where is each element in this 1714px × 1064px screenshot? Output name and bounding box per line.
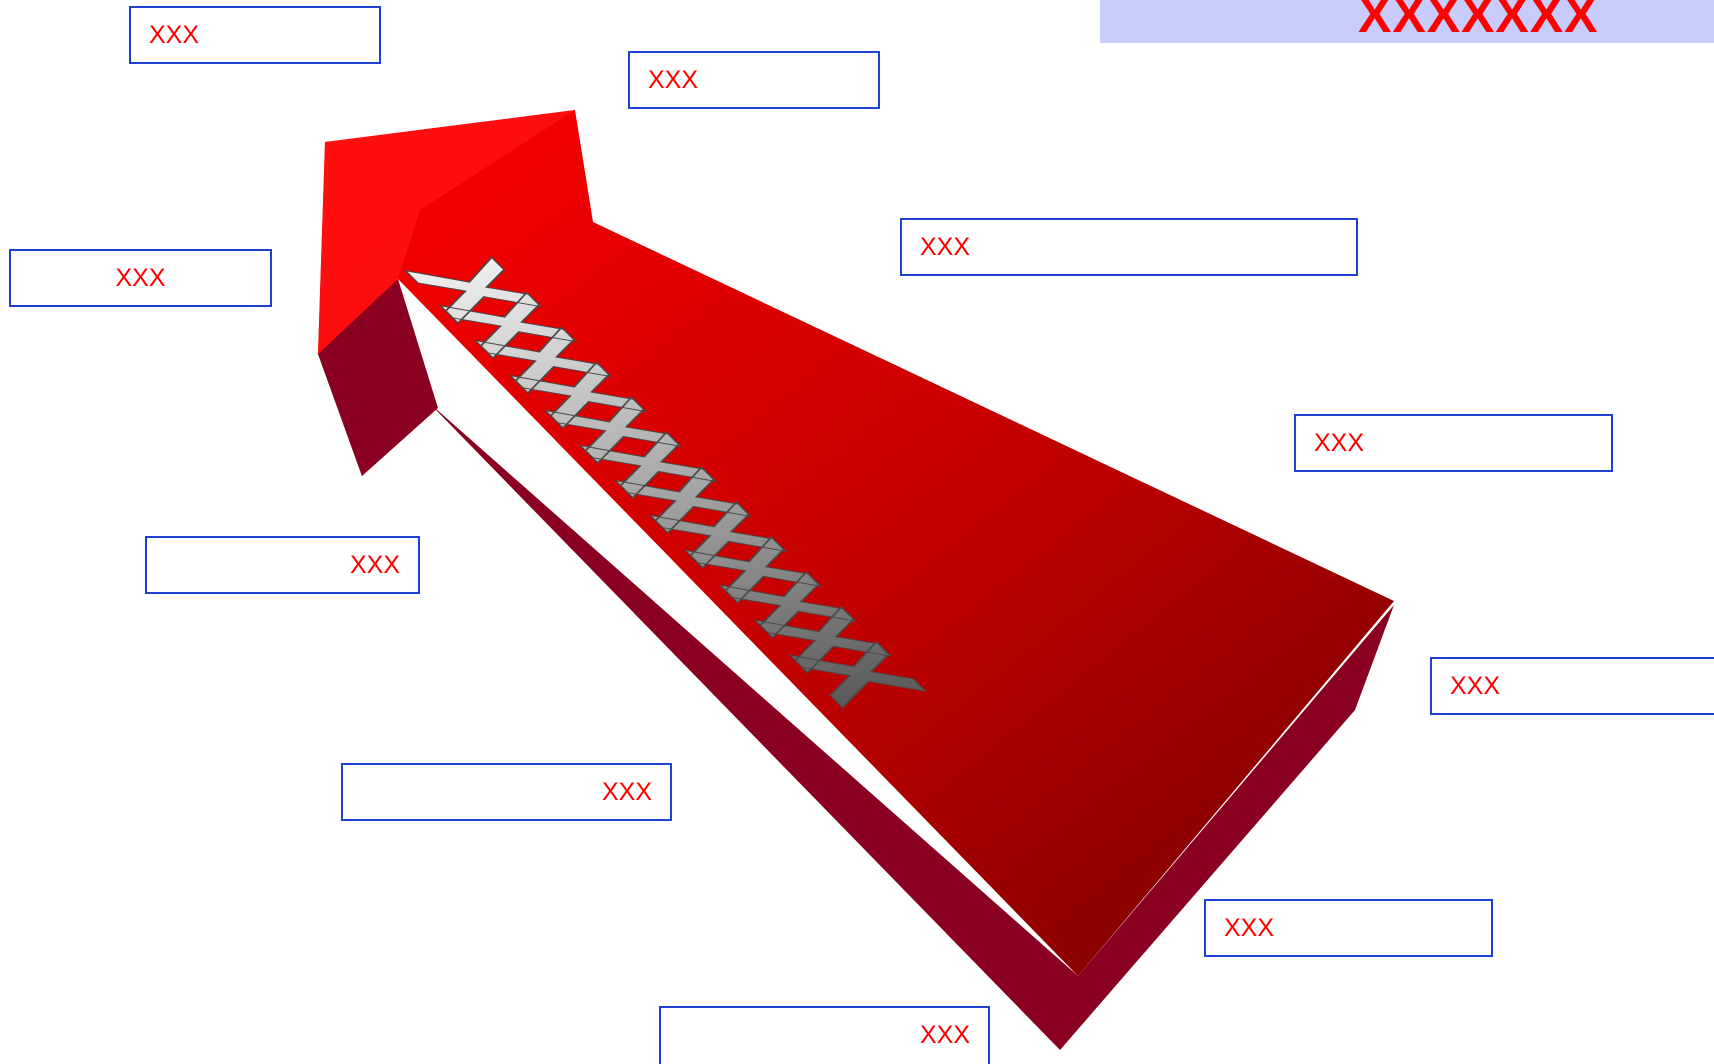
label-box-1-text: XXX [149,21,200,49]
label-box-10-text: XXX [919,1021,970,1049]
label-box-8: XXX [341,763,672,821]
diagram-title: XXXXXXX [1358,0,1599,43]
label-box-7: XXX [1430,657,1714,715]
arrow-top-face [318,110,1394,976]
label-box-9: XXX [1204,899,1493,957]
label-box-2: XXX [628,51,880,109]
label-box-6: XXX [145,536,420,594]
label-box-1: XXX [129,6,381,64]
label-box-4: XXX [9,249,272,307]
label-box-3: XXX [900,218,1358,276]
label-box-8-text: XXX [601,778,652,806]
arrow-head-highlight [318,110,575,354]
arrow-head-side [318,279,438,476]
label-box-6-text: XXX [349,551,400,579]
title-banner: XXXXXXX [1100,0,1714,43]
label-box-5: XXX [1294,414,1613,472]
label-box-5-text: XXX [1314,429,1365,457]
label-box-7-text: XXX [1450,672,1501,700]
label-box-3-text: XXX [920,233,971,261]
label-box-4-text: XXX [115,264,166,292]
label-box-9-text: XXX [1224,914,1275,942]
label-box-2-text: XXX [648,66,699,94]
label-box-10: XXX [659,1006,990,1064]
